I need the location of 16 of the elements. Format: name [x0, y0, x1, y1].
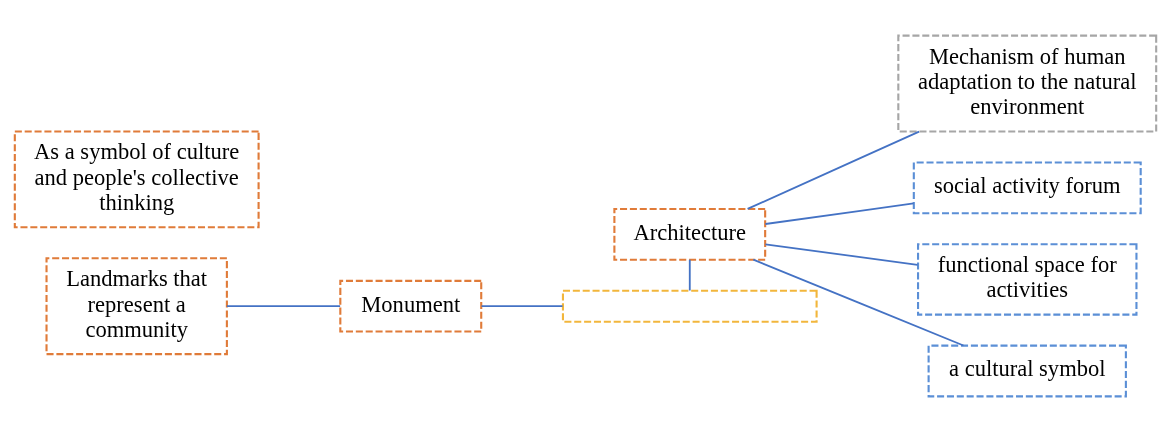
connector — [226, 305, 342, 308]
node-box: Mechanism of human adaptation to the natural environment — [897, 34, 1158, 133]
node-box: Architecture — [613, 207, 767, 261]
node-box: functional space for activities — [917, 243, 1138, 316]
node-box: social activity forum — [912, 161, 1142, 215]
node-box: a cultural symbol — [927, 344, 1127, 398]
connector — [746, 130, 920, 210]
connector — [752, 258, 965, 347]
node-box: Monument — [339, 279, 483, 333]
connector — [764, 202, 915, 225]
connector — [688, 258, 691, 292]
node-box: As a symbol of culture and people's collective thinking — [13, 130, 260, 229]
node-box: Landmarks that represent a community — [45, 257, 228, 356]
node-box — [561, 289, 818, 323]
connector — [480, 305, 564, 308]
connector — [764, 243, 919, 266]
